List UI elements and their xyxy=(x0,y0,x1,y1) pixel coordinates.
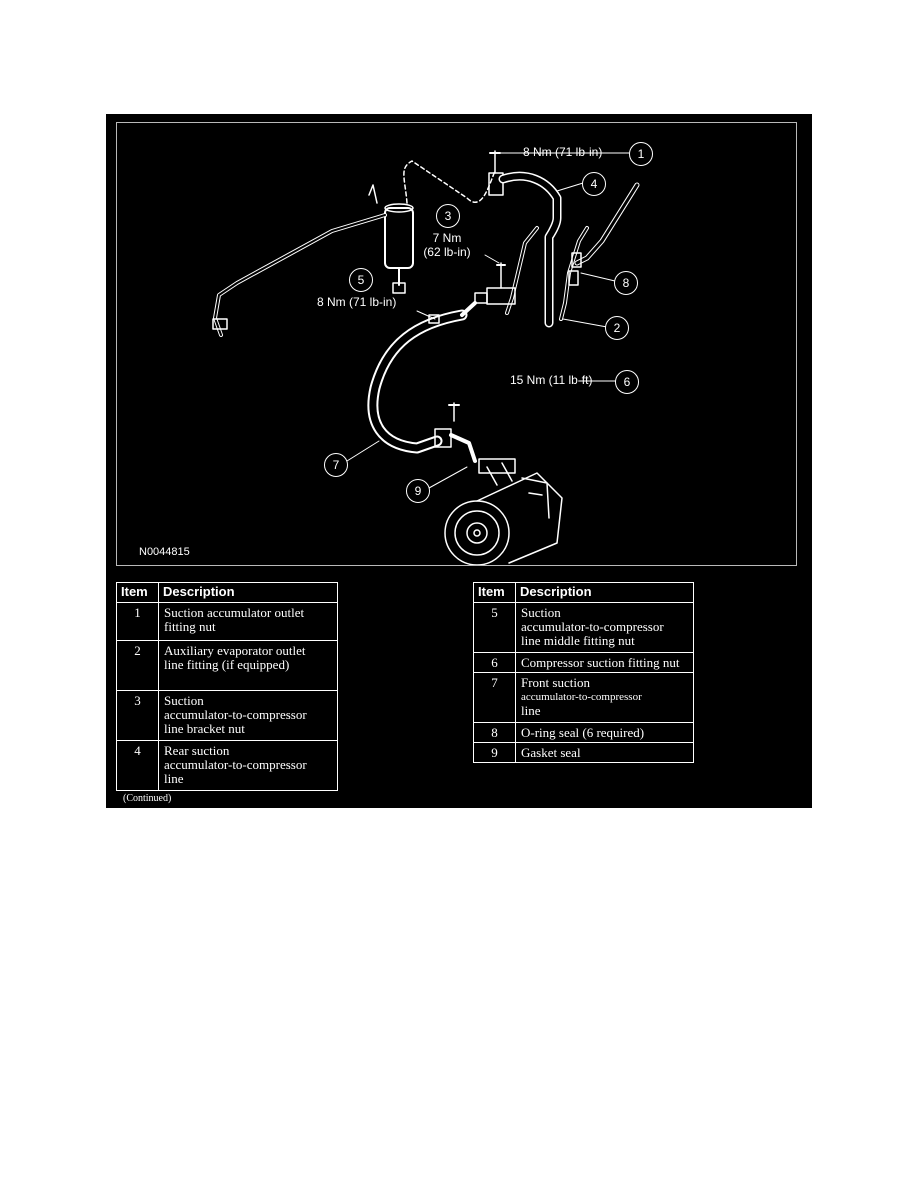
description-line: Gasket seal xyxy=(521,745,581,760)
callout-3: 3 xyxy=(436,204,460,228)
torque-label-3-line1: 7 Nm xyxy=(432,231,462,245)
figure-id: N0044815 xyxy=(139,546,190,558)
callout-5: 5 xyxy=(349,268,373,292)
fitting-1 xyxy=(488,172,504,196)
description-line: line xyxy=(164,771,184,786)
accumulator-canister xyxy=(384,207,414,269)
description-line: accumulator-to-compressor xyxy=(521,691,642,703)
item-description: Rear suction accumulator-to-compressor l… xyxy=(158,740,338,791)
front-suction-hose xyxy=(367,309,468,454)
callout-4: 4 xyxy=(582,172,606,196)
table-row: 9 Gasket seal xyxy=(473,742,694,763)
callout-8: 8 xyxy=(614,271,638,295)
item-description: Suction accumulator outlet fitting nut xyxy=(158,602,338,641)
description-line: line bracket nut xyxy=(164,721,245,736)
description-line: Suction xyxy=(164,693,204,708)
ac-suction-line-diagram xyxy=(212,150,640,565)
description-line: Compressor suction fitting nut xyxy=(521,655,680,670)
description-line: fitting nut xyxy=(164,619,216,634)
leader-9 xyxy=(428,466,468,489)
callout-9: 9 xyxy=(406,479,430,503)
compressor xyxy=(444,458,563,565)
legend-table-right: Item Description 5 Suction accumulator-t… xyxy=(473,582,694,763)
description-line: Rear suction xyxy=(164,743,230,758)
legend-header-row: Item Description xyxy=(116,582,338,603)
table-row: 1 Suction accumulator outlet fitting nut xyxy=(116,602,338,641)
continued-note: (Continued) xyxy=(123,793,172,804)
table-row: 8 O-ring seal (6 required) xyxy=(473,722,694,743)
item-number: 6 xyxy=(473,652,516,673)
item-number: 1 xyxy=(116,602,159,641)
o-ring-seal xyxy=(571,252,582,268)
leader-2 xyxy=(562,318,608,328)
item-description: Front suction accumulator-to-compressor … xyxy=(515,672,694,723)
leader-3 xyxy=(484,254,500,264)
diagram-frame: 8 Nm (71 lb-in) 1 4 3 7 Nm (62 lb-in) 8 … xyxy=(116,122,797,566)
item-description: Compressor suction fitting nut xyxy=(515,652,694,673)
description-column-header: Description xyxy=(515,582,694,603)
description-column-header: Description xyxy=(158,582,338,603)
routing-dashed-line xyxy=(403,160,496,204)
description-line: O-ring seal (6 required) xyxy=(521,725,645,740)
item-number: 3 xyxy=(116,690,159,741)
description-line: accumulator-to-compressor xyxy=(164,757,307,772)
leader-7 xyxy=(346,440,380,462)
torque-label-6: 15 Nm (11 lb-ft) xyxy=(510,373,593,387)
table-row: 7 Front suction accumulator-to-compresso… xyxy=(473,672,694,723)
item-description: Suction accumulator-to-compressor line b… xyxy=(158,690,338,741)
callout-2: 2 xyxy=(605,316,629,340)
description-line: line fitting (if equipped) xyxy=(164,657,290,672)
description-line: Front suction xyxy=(521,675,590,690)
item-number: 8 xyxy=(473,722,516,743)
description-line: line middle fitting nut xyxy=(521,633,635,648)
item-number: 7 xyxy=(473,672,516,723)
description-line: accumulator-to-compressor xyxy=(164,707,307,722)
table-row: 2 Auxiliary evaporator outlet line fitti… xyxy=(116,640,338,691)
leader-5 xyxy=(416,310,436,320)
item-column-header: Item xyxy=(473,582,516,603)
table-row: 3 Suction accumulator-to-compressor line… xyxy=(116,690,338,741)
description-line: accumulator-to-compressor xyxy=(521,619,664,634)
item-description: Auxiliary evaporator outlet line fitting… xyxy=(158,640,338,691)
callout-1: 1 xyxy=(629,142,653,166)
table-row: 4 Rear suction accumulator-to-compressor… xyxy=(116,740,338,791)
leader-4 xyxy=(556,182,584,192)
item-description: Suction accumulator-to-compressor line m… xyxy=(515,602,694,653)
item-description: O-ring seal (6 required) xyxy=(515,722,694,743)
item-number: 9 xyxy=(473,742,516,763)
legend-table-left: Item Description 1 Suction accumulator o… xyxy=(116,582,338,791)
torque-label-3-line2: (62 lb-in) xyxy=(423,245,471,259)
table-row: 5 Suction accumulator-to-compressor line… xyxy=(473,602,694,653)
figure-panel: 8 Nm (71 lb-in) 1 4 3 7 Nm (62 lb-in) 8 … xyxy=(106,114,812,808)
description-line: Auxiliary evaporator outlet xyxy=(164,643,306,658)
item-column-header: Item xyxy=(116,582,159,603)
callout-7: 7 xyxy=(324,453,348,477)
fitting-nut-5 xyxy=(428,314,440,324)
item-number: 4 xyxy=(116,740,159,791)
description-line: Suction accumulator outlet xyxy=(164,605,305,620)
leader-8 xyxy=(580,272,616,282)
callout-6: 6 xyxy=(615,370,639,394)
torque-label-5: 8 Nm (71 lb-in) xyxy=(317,295,397,309)
legend-header-row: Item Description xyxy=(473,582,694,603)
item-number: 5 xyxy=(473,602,516,653)
item-description: Gasket seal xyxy=(515,742,694,763)
item-number: 2 xyxy=(116,640,159,691)
description-line: line xyxy=(521,703,541,718)
torque-label-1: 8 Nm (71 lb-in) xyxy=(523,145,603,159)
table-row: 6 Compressor suction fitting nut xyxy=(473,652,694,673)
description-line: Suction xyxy=(521,605,561,620)
